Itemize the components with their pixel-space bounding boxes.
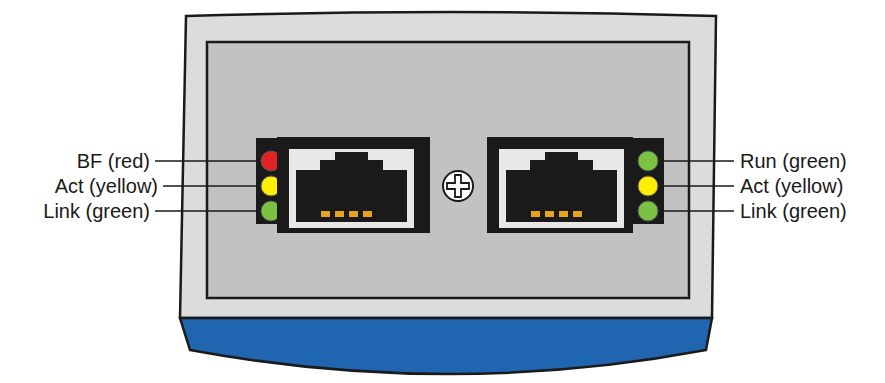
- led-yellow: [638, 176, 658, 196]
- rj45-port: [487, 137, 633, 233]
- led-label: BF (red): [77, 150, 150, 172]
- housing: [180, 12, 716, 318]
- led-label: Link (green): [740, 200, 847, 222]
- led-green: [638, 201, 658, 221]
- screw: [443, 171, 473, 201]
- led-label: Run (green): [740, 150, 847, 172]
- rj45-port: [277, 137, 430, 233]
- blue-band: [180, 318, 712, 374]
- led-strip: [633, 138, 664, 224]
- led-label: Act (yellow): [55, 175, 158, 197]
- led-green: [638, 151, 658, 171]
- inner-panel: [207, 42, 689, 298]
- led-label: Link (green): [43, 200, 150, 222]
- leader-lines: [155, 161, 734, 211]
- led-label: Act (yellow): [740, 175, 843, 197]
